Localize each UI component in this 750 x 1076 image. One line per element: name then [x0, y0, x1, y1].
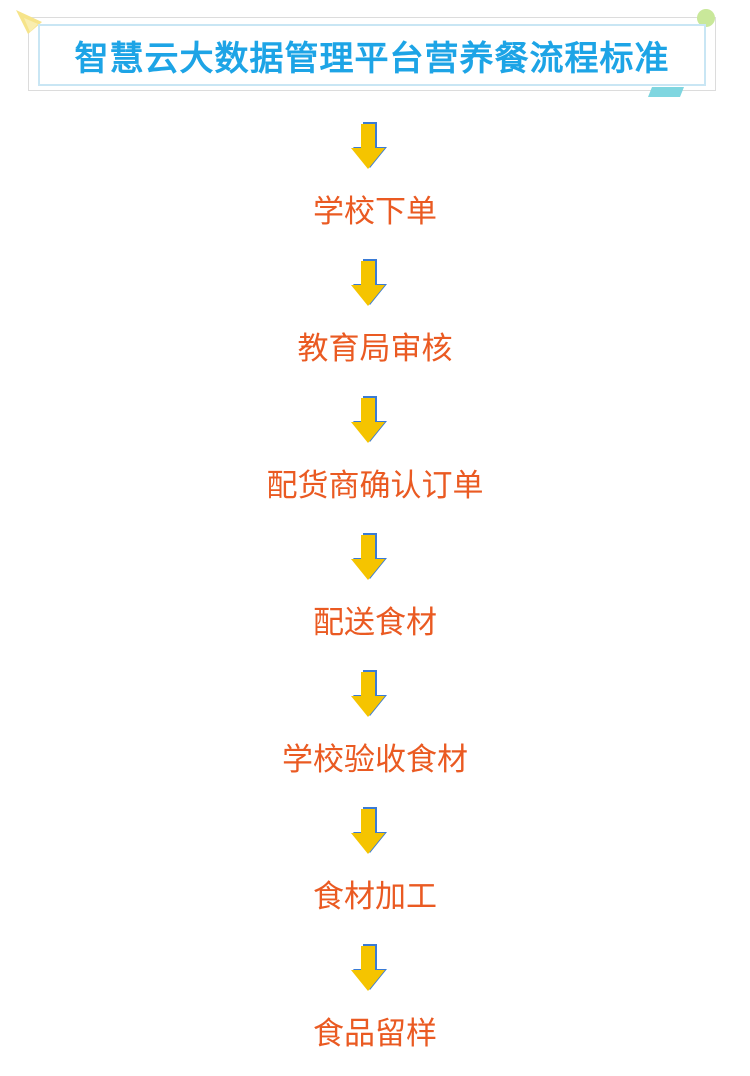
corner-circle-decoration	[697, 9, 715, 27]
corner-triangle-decoration	[16, 10, 42, 34]
flow-step-label: 配货商确认订单	[266, 468, 484, 504]
down-arrow-icon	[351, 670, 387, 717]
title-outer-frame	[28, 17, 716, 91]
down-arrow-icon	[351, 533, 387, 580]
down-arrow-icon	[351, 122, 387, 169]
down-arrow-icon	[351, 944, 387, 991]
corner-tab-decoration	[648, 87, 684, 97]
flow-step-label: 配送食材	[313, 605, 437, 641]
down-arrow-icon	[351, 259, 387, 306]
down-arrow-icon	[351, 396, 387, 443]
flow-step-label: 食材加工	[313, 879, 437, 915]
flow-step-label: 食品留样	[313, 1016, 437, 1052]
flow-step-label: 学校下单	[313, 194, 437, 230]
down-arrow-icon	[351, 807, 387, 854]
title-banner: 智慧云大数据管理平台营养餐流程标准	[38, 24, 706, 86]
flow-step-label: 学校验收食材	[282, 742, 468, 778]
flow-step-label: 教育局审核	[297, 331, 453, 367]
page-title: 智慧云大数据管理平台营养餐流程标准	[74, 38, 670, 79]
